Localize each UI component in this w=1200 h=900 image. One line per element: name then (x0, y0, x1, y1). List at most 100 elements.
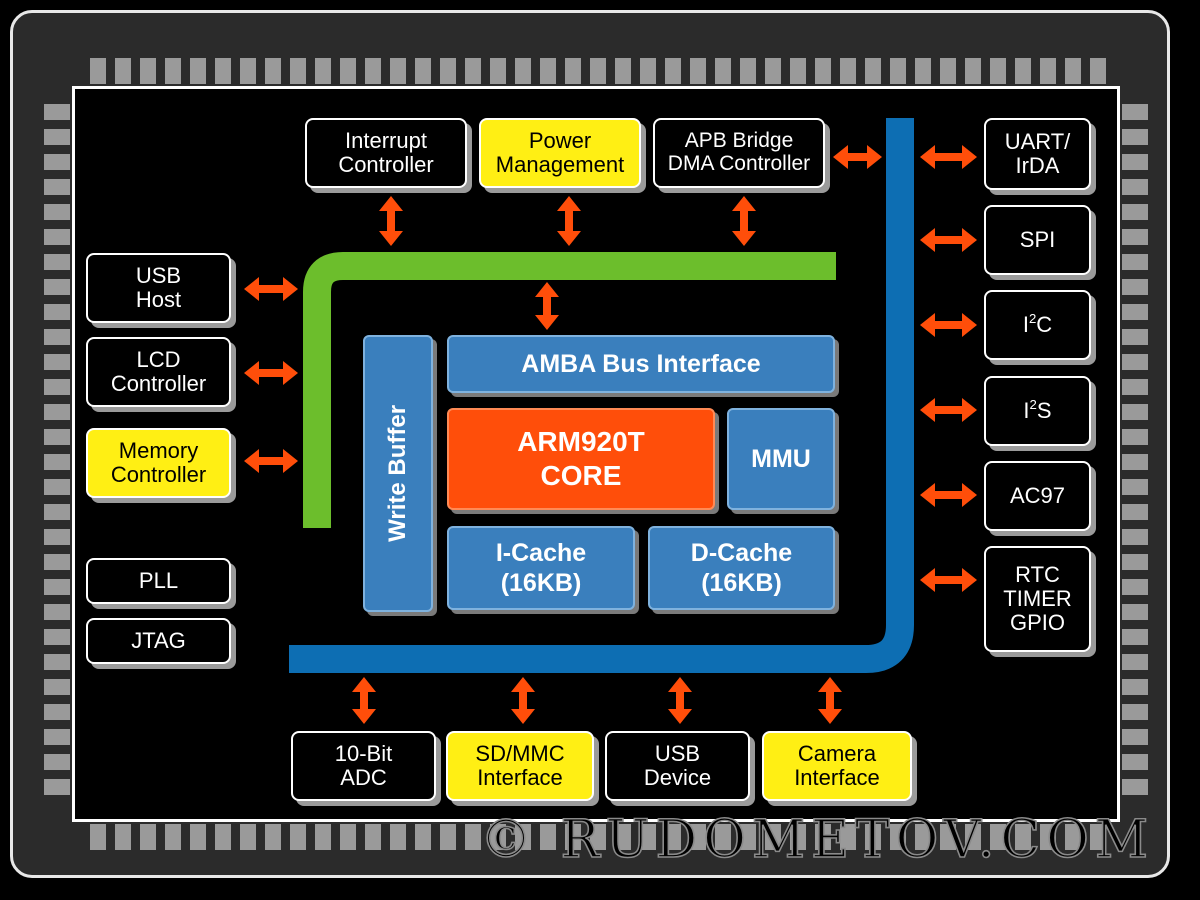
dcache-block: D-Cache (16KB) (648, 526, 835, 610)
amba-bus-interface-label: AMBA Bus Interface (521, 350, 761, 378)
memory-controller-block: Memory Controller (86, 428, 231, 498)
i2s-tail: S (1036, 398, 1052, 424)
usb-host-block: USB Host (86, 253, 231, 323)
package-pin (415, 824, 431, 850)
uart-irda-block: UART/ IrDA (984, 118, 1091, 190)
package-pin (44, 704, 70, 720)
sd-mmc-label: SD/MMC Interface (475, 741, 565, 790)
bidirectional-arrow (557, 196, 581, 246)
dcache-label: D-Cache (16KB) (690, 539, 793, 597)
usb-device-label: USB Device (643, 741, 712, 790)
package-pin (790, 58, 806, 84)
package-pin (1122, 404, 1148, 420)
package-pin (44, 554, 70, 570)
bidirectional-arrow (920, 568, 977, 592)
package-pin (1122, 204, 1148, 220)
package-pin (1040, 58, 1056, 84)
package-pin (44, 254, 70, 270)
package-pin (615, 58, 631, 84)
package-pin (540, 824, 556, 850)
mmu-block: MMU (727, 408, 835, 510)
bidirectional-arrow (535, 282, 559, 330)
package-pin (44, 579, 70, 595)
package-pin (290, 824, 306, 850)
package-pin (1122, 104, 1148, 120)
package-pin (1122, 154, 1148, 170)
package-pin (1122, 504, 1148, 520)
package-pin (365, 824, 381, 850)
package-pin (840, 58, 856, 84)
package-pin (615, 824, 631, 850)
package-pin (740, 824, 756, 850)
package-pin (1065, 824, 1081, 850)
package-pin (215, 58, 231, 84)
package-pin (44, 429, 70, 445)
rtc-timer-gpio-block: RTC TIMER GPIO (984, 546, 1091, 652)
package-pin (690, 58, 706, 84)
package-pin (365, 58, 381, 84)
bidirectional-arrow (668, 677, 692, 724)
package-pin (44, 204, 70, 220)
package-pin (1015, 824, 1031, 850)
package-pin (790, 824, 806, 850)
package-pin (44, 304, 70, 320)
package-pin (1122, 479, 1148, 495)
package-pin (665, 824, 681, 850)
jtag-label: JTAG (131, 628, 186, 654)
package-pin (565, 58, 581, 84)
package-pin (415, 58, 431, 84)
apb-bus (289, 118, 914, 673)
write-buffer-label: Write Buffer (383, 405, 411, 542)
package-pin (315, 58, 331, 84)
package-pin (865, 824, 881, 850)
usb-device-block: USB Device (605, 731, 750, 801)
package-pin (915, 58, 931, 84)
package-pin (440, 824, 456, 850)
package-pin (165, 824, 181, 850)
package-pin (1122, 179, 1148, 195)
package-pin (44, 129, 70, 145)
package-pin (44, 329, 70, 345)
icache-block: I-Cache (16KB) (447, 526, 635, 610)
uart-irda-label: UART/ IrDA (1004, 129, 1071, 178)
package-pin (490, 58, 506, 84)
package-pin (340, 58, 356, 84)
package-pin (340, 824, 356, 850)
package-pin (44, 354, 70, 370)
package-pin (490, 824, 506, 850)
package-pin (1090, 824, 1106, 850)
i2s-sup: 2 (1029, 396, 1037, 412)
package-pin (44, 229, 70, 245)
bidirectional-arrow (732, 196, 756, 246)
package-pin (1122, 329, 1148, 345)
spi-block: SPI (984, 205, 1091, 275)
i2c-sup: 2 (1028, 310, 1037, 326)
mmu-label: MMU (751, 445, 811, 473)
package-pin (190, 824, 206, 850)
package-pin (1122, 754, 1148, 770)
package-pin (765, 824, 781, 850)
package-pin (44, 754, 70, 770)
package-pin (890, 58, 906, 84)
bidirectional-arrow (244, 449, 298, 473)
arm920t-core-label: ARM920T CORE (517, 426, 645, 491)
package-pin (240, 58, 256, 84)
spi-label: SPI (1019, 227, 1056, 253)
bidirectional-arrow (833, 145, 882, 169)
package-pin (44, 104, 70, 120)
package-pin (1122, 604, 1148, 620)
package-pin (315, 824, 331, 850)
package-pin (165, 58, 181, 84)
pll-label: PLL (138, 568, 179, 594)
package-pin (44, 729, 70, 745)
bidirectional-arrow (920, 398, 977, 422)
package-pin (765, 58, 781, 84)
package-pin (44, 629, 70, 645)
i2s-base: I (1023, 398, 1030, 424)
package-pin (590, 824, 606, 850)
package-pin (90, 824, 106, 850)
i2c-base: I (1022, 312, 1029, 338)
apb-bridge-dma-label: APB Bridge DMA Controller (667, 129, 811, 175)
package-pin (265, 824, 281, 850)
